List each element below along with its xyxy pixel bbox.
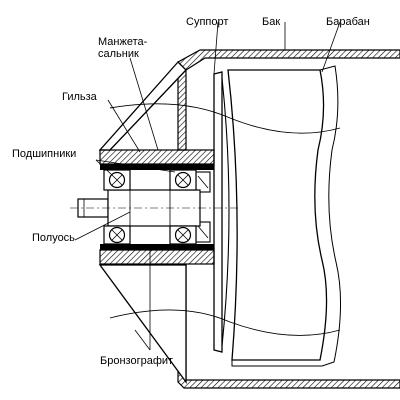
drum xyxy=(109,65,342,367)
support-housing xyxy=(98,61,187,384)
bearing-right xyxy=(169,169,197,245)
sleeve xyxy=(99,149,215,265)
bronze-graphite-lining xyxy=(100,164,214,250)
label-drum: Барабан xyxy=(326,16,370,28)
label-half-axle: Полуось xyxy=(32,232,75,244)
label-tank: Бак xyxy=(262,16,281,28)
leader-lines xyxy=(74,21,341,351)
label-seal: Манжета- сальник xyxy=(98,36,147,60)
label-bronze-graphite: Бронзографит xyxy=(100,355,174,367)
label-seal-line2: сальник xyxy=(98,48,139,60)
label-seal-line1: Манжета- xyxy=(98,36,148,48)
label-support: Суппорт xyxy=(186,16,229,28)
support-flange xyxy=(213,71,230,353)
bearing-left xyxy=(103,169,131,245)
label-bearings: Подшипники xyxy=(12,148,77,160)
seal xyxy=(195,171,211,243)
label-sleeve: Гильза xyxy=(62,91,97,103)
